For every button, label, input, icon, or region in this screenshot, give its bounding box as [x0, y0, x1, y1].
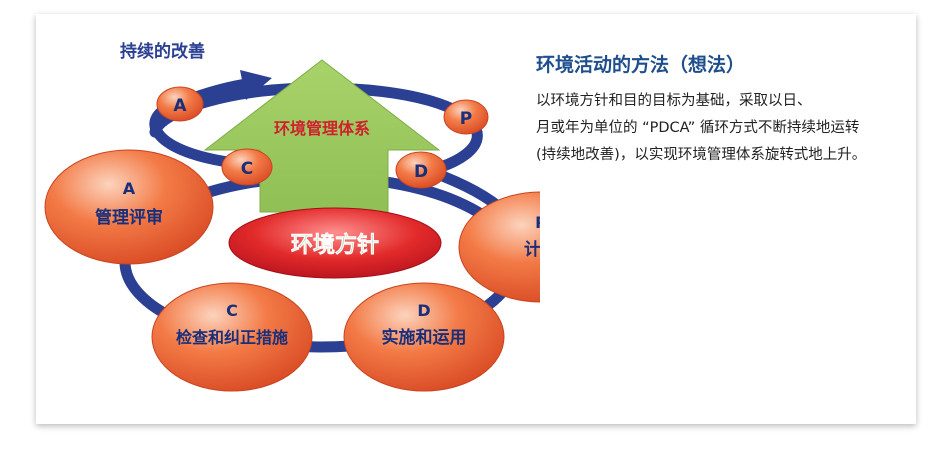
node-plan-letter: P [535, 213, 540, 232]
system-label: 环境管理体系 [274, 119, 370, 138]
node-act-letter: A [123, 179, 136, 198]
node-do: D 实施和运用 [343, 282, 505, 392]
node-check-letter: C [226, 301, 238, 320]
panel-body: 以环境方针和目的目标为基础，采取以日、 月或年为单位的 “PDCA” 循环方式不… [536, 88, 916, 169]
upper-node-d-letter: D [414, 162, 428, 182]
node-do-letter: D [417, 301, 430, 320]
policy-ellipse: 环境方针 [228, 207, 442, 279]
upper-node-c-letter: C [241, 159, 253, 179]
panel-title: 环境活动的方法（想法） [536, 54, 746, 76]
panel-line: 以环境方针和目的目标为基础，采取以日、 [536, 93, 812, 109]
node-do-label: 实施和运用 [382, 327, 467, 348]
node-act-label: 管理评审 [95, 207, 163, 228]
cycle-label: 持续的改善 [120, 41, 205, 62]
node-plan: P 计划 [458, 191, 540, 303]
panel-line: (持续地改善)，以实现环境管理体系旋转式地上升。 [536, 147, 867, 163]
upper-node-p: P [443, 99, 489, 135]
upper-node-d: D [395, 151, 447, 189]
panel-line: 月或年为单位的 “PDCA” 循环方式不断持续地运转 [536, 120, 860, 136]
pdca-diagram: 持续的改善 环境管理体系 A P C D 环境方针 A 管理评审 P 计划 C … [44, 41, 540, 392]
upper-node-c: C [221, 148, 273, 186]
node-check: C 检查和纠正措施 [151, 282, 313, 392]
policy-label: 环境方针 [291, 232, 379, 258]
node-check-label: 检查和纠正措施 [176, 328, 288, 347]
upper-node-a: A [156, 86, 204, 122]
node-act: A 管理评审 [44, 149, 214, 265]
upper-node-a-letter: A [173, 96, 187, 116]
node-plan-label: 计划 [524, 239, 540, 260]
cycle-arrowhead [240, 70, 272, 100]
upper-node-p-letter: P [460, 109, 472, 129]
